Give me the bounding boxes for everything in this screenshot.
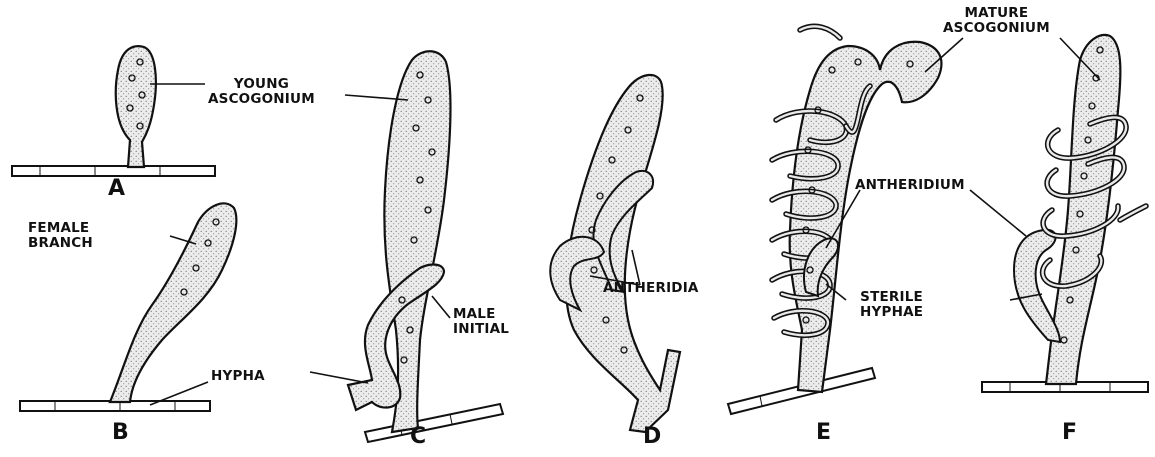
panel-c-drawing [310,51,503,442]
panel-label-b: B [112,420,129,445]
panel-label-f: F [1062,420,1077,445]
panel-e-drawing [728,26,941,414]
label-male-initial: MALE INITIAL [453,307,509,337]
label-hypha: HYPHA [211,369,265,384]
label-female-branch: FEMALE BRANCH [28,221,93,251]
panel-label-d: D [643,424,661,449]
panel-label-e: E [816,420,831,445]
leader-antheridium-f [970,190,1026,236]
label-antheridium: ANTHERIDIUM [855,178,965,193]
leader-male-initial [432,296,450,318]
panel-label-a: A [108,176,125,201]
label-antheridia: ANTHERIDIA [603,281,699,296]
label-mature-ascogonium: MATURE ASCOGONIUM [943,6,1050,36]
panel-d-drawing [550,75,680,432]
panel-f-drawing [982,35,1148,392]
label-young-ascogonium: YOUNG ASCOGONIUM [208,77,315,107]
panel-a-drawing [12,46,215,176]
label-sterile-hyphae: STERILE HYPHAE [860,290,923,320]
panel-label-c: C [410,424,426,449]
